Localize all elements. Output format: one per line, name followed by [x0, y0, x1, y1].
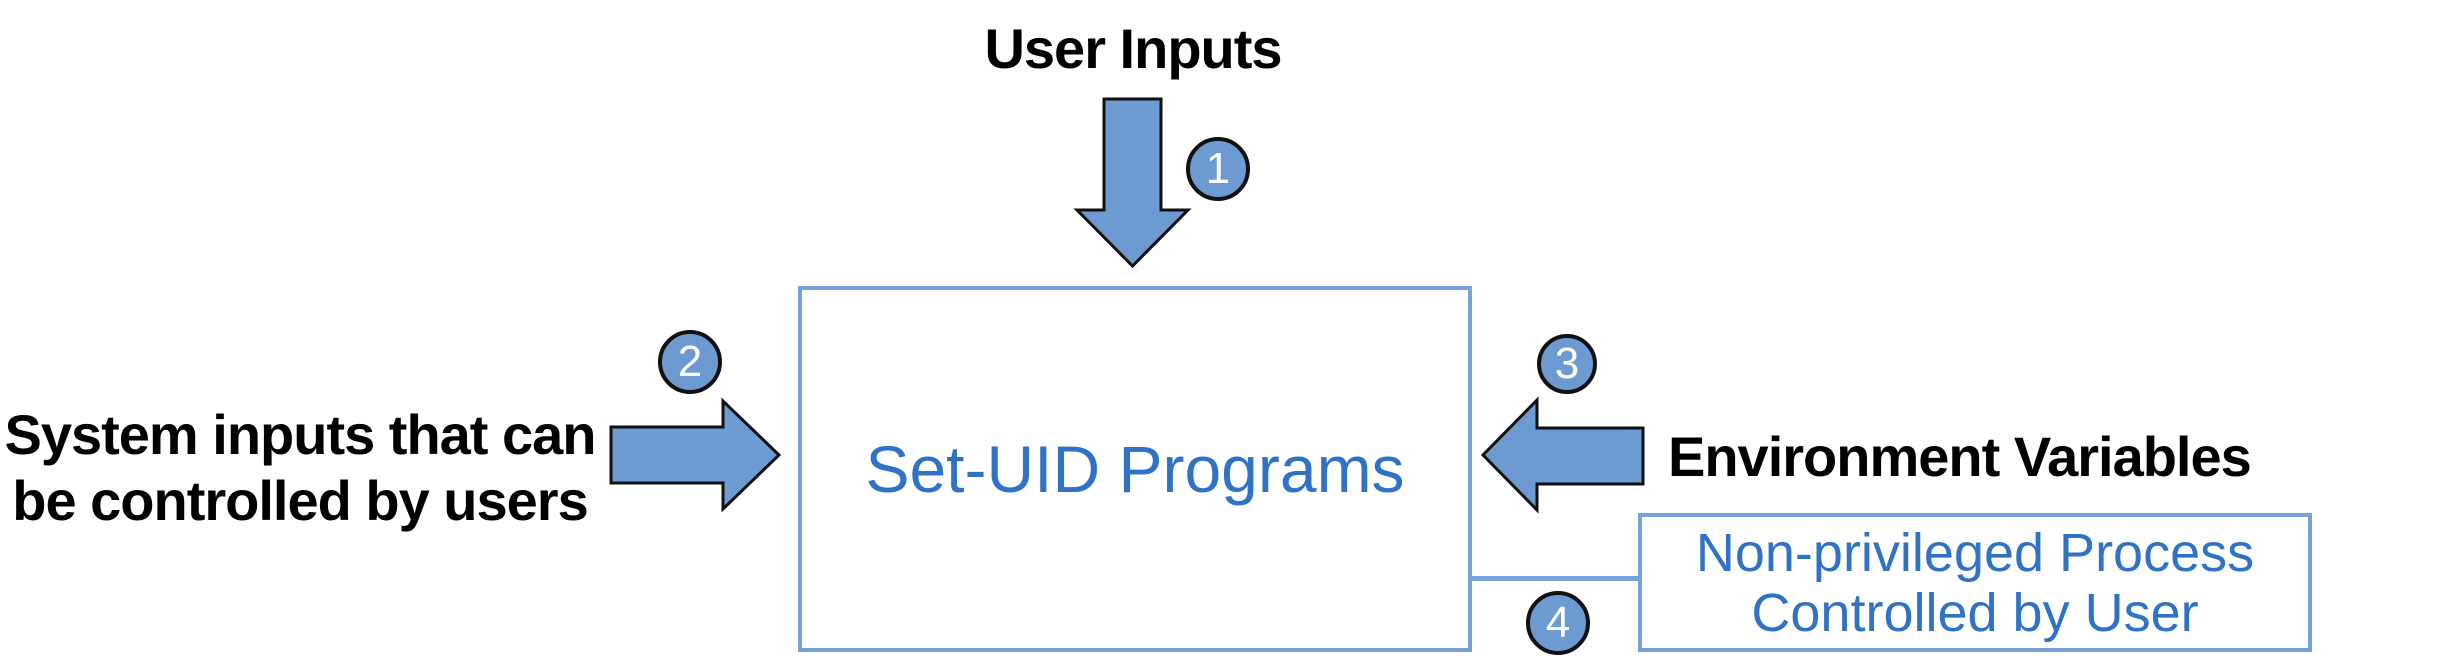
system-inputs-label: System inputs that can be controlled by … [0, 402, 600, 534]
non-privileged-process-line2: Controlled by User [1751, 582, 2199, 643]
non-privileged-process-box: Non-privileged Process Controlled by Use… [1638, 513, 2312, 652]
connector-line [1468, 576, 1640, 581]
left-arrow-shape [1480, 396, 1645, 514]
system-inputs-label-line1: System inputs that can [4, 403, 596, 466]
badge-3: 3 [1537, 334, 1597, 394]
right-arrow-shape [609, 397, 782, 513]
badge-2: 2 [658, 330, 722, 394]
badge-1: 1 [1186, 137, 1250, 201]
badge-2-number: 2 [677, 337, 703, 386]
badge-4: 4 [1526, 591, 1590, 655]
setuid-programs-label: Set-UID Programs [865, 432, 1405, 506]
system-inputs-label-line2: be controlled by users [12, 469, 589, 532]
badge-3-number: 3 [1554, 339, 1580, 388]
badge-4-number: 4 [1545, 598, 1571, 647]
environment-variables-label: Environment Variables [1668, 425, 2252, 488]
setuid-programs-box: Set-UID Programs [798, 286, 1472, 652]
left-arrow-icon [1480, 396, 1645, 514]
user-inputs-label: User Inputs [984, 17, 1282, 80]
non-privileged-process-line1: Non-privileged Process [1695, 522, 2255, 583]
right-arrow-icon [609, 397, 782, 513]
down-arrow-icon [1073, 97, 1192, 269]
badge-1-number: 1 [1205, 144, 1231, 193]
down-arrow-shape [1073, 97, 1192, 269]
